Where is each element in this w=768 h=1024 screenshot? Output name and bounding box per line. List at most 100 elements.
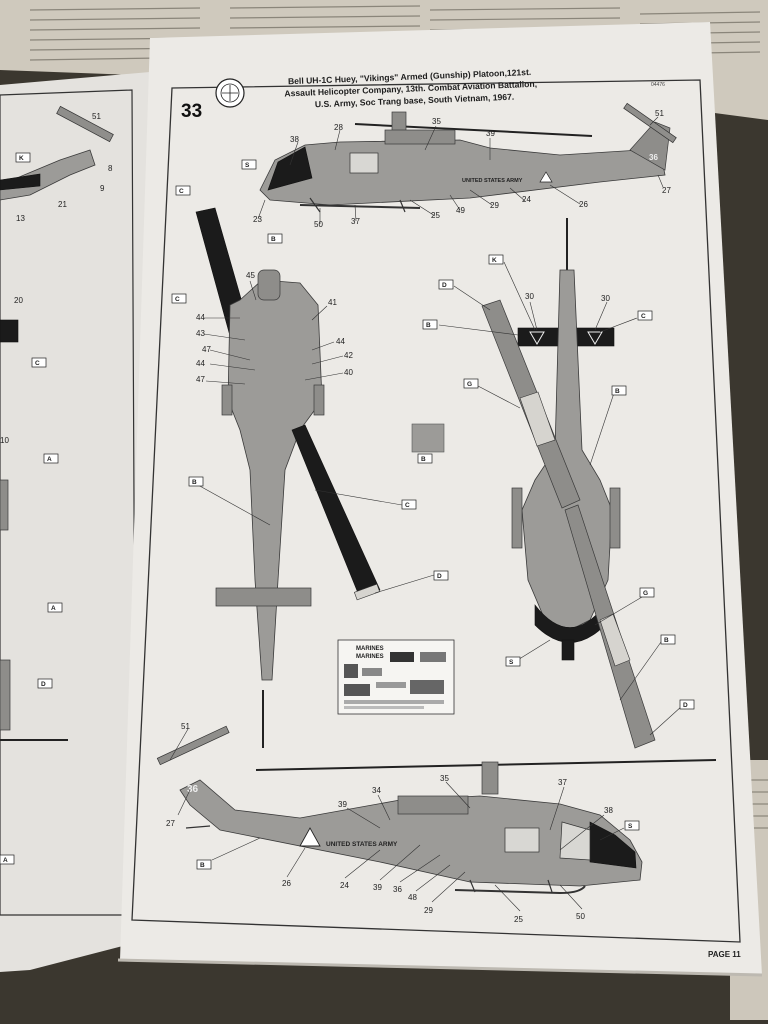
svg-text:C: C (405, 502, 410, 509)
plan-left-callout-10: 40 (344, 368, 353, 377)
svg-text:D: D (683, 702, 688, 709)
left-callout-2: 8 (108, 164, 113, 173)
bottom-tag-b: B (196, 859, 212, 870)
plan-right-tag-10: D (679, 699, 695, 710)
svg-text:B: B (615, 388, 620, 395)
svg-text:C: C (35, 360, 40, 367)
plan-right-tag-6: B (611, 385, 627, 396)
plan-right-tag-7: G (639, 587, 655, 598)
svg-text:B: B (664, 637, 669, 644)
left-page (0, 72, 165, 972)
plan-right-tag-4: B (422, 319, 438, 330)
svg-text:D: D (442, 282, 447, 289)
svg-text:K: K (19, 155, 24, 162)
plan-right-callout-2: 30 (601, 294, 610, 303)
top-callout-12: 37 (351, 217, 360, 226)
top-callout-6: 27 (662, 186, 671, 195)
plan-right-tag-5: G (463, 378, 479, 389)
plan-left-callout-6: 47 (202, 345, 211, 354)
svg-text:B: B (200, 862, 205, 869)
svg-text:A: A (51, 605, 56, 612)
left-helicopter-fragment (0, 105, 114, 741)
svg-text:B: B (421, 456, 426, 463)
page-frame (131, 79, 741, 943)
top-color-tag-s: S (241, 159, 257, 170)
fuselage-marking-top: UNITED STATES ARMY (462, 178, 523, 184)
svg-text:S: S (245, 162, 250, 169)
plan-left-callout-9: 47 (196, 375, 205, 384)
decal-sheet: MARINES MARINES (337, 639, 455, 715)
plan-left-tag-3: B (188, 476, 204, 487)
svg-text:A: A (3, 857, 8, 864)
bottom-callout-4: 34 (372, 786, 381, 795)
bottom-callout-13: 29 (424, 906, 433, 915)
plan-right-callout-1: 30 (525, 292, 534, 301)
bottom-callout-10: 39 (373, 883, 382, 892)
bottom-view-leader-lines (169, 728, 625, 912)
top-callout-9: 29 (490, 201, 499, 210)
plan-left-tag-4: C (401, 499, 417, 510)
left-callout-1: 51 (92, 112, 101, 121)
top-callout-2: 35 (432, 117, 441, 126)
left-callout-5: 13 (16, 214, 25, 223)
color-swatch (411, 423, 445, 453)
top-callout-11: 25 (431, 211, 440, 220)
svg-text:B: B (192, 479, 197, 486)
plan-left-callout-1: 45 (246, 271, 255, 280)
plan-right-tag-1: K (488, 254, 504, 265)
side-view-top: UNITED STATES ARMY 36 (259, 102, 677, 213)
top-view-leader-lines (257, 116, 664, 224)
plan-right-tag-3: C (637, 310, 653, 321)
left-callout-7: 10 (0, 436, 9, 445)
bottom-callout-5: 35 (440, 774, 449, 783)
step-number: 33 (181, 101, 202, 122)
left-color-tag-1: K (15, 152, 31, 163)
step-number-badge: 33 (181, 101, 202, 122)
svg-text:G: G (467, 381, 472, 388)
plan-left-tag-1: C (175, 185, 191, 196)
plan-left-tag-2: C (171, 293, 187, 304)
left-callout-6: 20 (14, 296, 23, 305)
decal-sheet-text-1: MARINES (356, 646, 384, 652)
svg-text:K: K (492, 257, 497, 264)
plan-right-leader-lines (438, 261, 683, 736)
svg-text:G: G (643, 590, 648, 597)
top-color-tag-b: B (267, 233, 283, 244)
left-color-tag-4: A (47, 602, 63, 613)
rotor-blade-black-2 (291, 424, 381, 599)
swatch-tag: B (417, 453, 433, 464)
top-callout-7: 24 (522, 195, 531, 204)
bottom-callout-1: 51 (181, 722, 190, 731)
plan-left-callout-8: 44 (196, 359, 205, 368)
plan-right-tag-8: B (660, 634, 676, 645)
fuselage-plan-left (227, 279, 323, 681)
svg-text:S: S (628, 823, 633, 830)
bottom-callout-6: 37 (558, 778, 567, 787)
top-callout-4: 51 (655, 109, 664, 118)
bottom-tag-s: S (624, 820, 640, 831)
bottom-callout-14: 25 (514, 915, 523, 924)
left-color-tag-6: A (0, 854, 15, 865)
bottom-callout-12: 48 (408, 893, 417, 902)
stabilizer-plan-left (215, 587, 312, 607)
plan-left-callout-4: 43 (196, 329, 205, 338)
decal-sheet-text-2: MARINES (356, 654, 384, 660)
left-callout-3: 9 (100, 184, 105, 193)
plan-left-leader-lines (197, 280, 435, 594)
plan-view-right (481, 218, 656, 749)
svg-text:B: B (426, 322, 431, 329)
bottom-callout-8: 26 (282, 879, 291, 888)
left-color-tag-5: D (37, 678, 53, 689)
svg-text:C: C (175, 296, 180, 303)
top-callout-5: 38 (290, 135, 299, 144)
bottom-callout-7: 38 (604, 806, 613, 815)
top-callout-8: 26 (579, 200, 588, 209)
fuselage-bottom-view (179, 779, 643, 887)
nose-top-view (267, 146, 313, 191)
left-color-tag-3: A (43, 453, 59, 464)
plan-left-tag-5: D (433, 570, 449, 581)
left-callout-4: 21 (58, 200, 67, 209)
top-callout-10: 49 (456, 206, 465, 215)
bottom-callout-3: 39 (338, 800, 347, 809)
